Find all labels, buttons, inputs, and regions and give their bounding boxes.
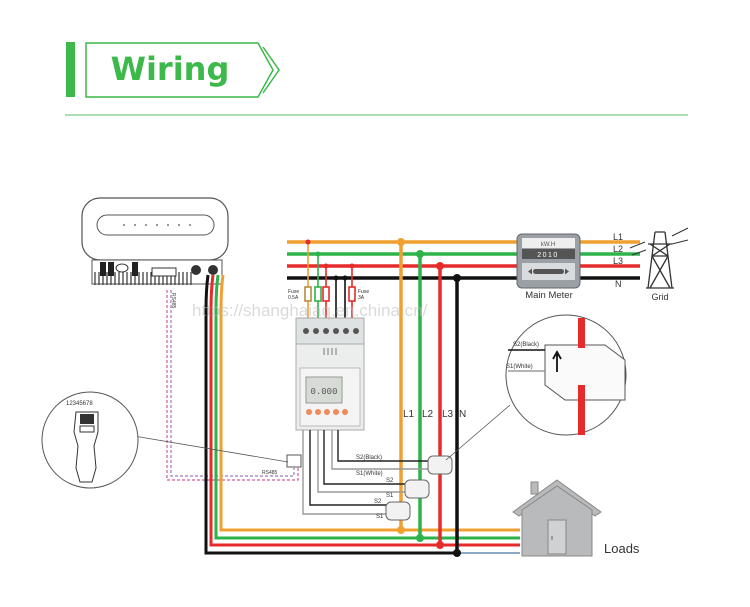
drop-label-l3: L3 <box>442 409 454 420</box>
main-meter-reading: 2010 <box>537 252 559 259</box>
fuse-icon <box>314 286 322 302</box>
drop-label-l1: L1 <box>403 409 415 420</box>
grid-label: Grid <box>651 292 668 302</box>
drop-label-n: N <box>459 409 466 420</box>
ct-wiring <box>302 430 433 515</box>
ct-l1 <box>385 501 411 521</box>
ct3-s1-label: S1 <box>376 514 384 520</box>
meter-lcd-reading: 0.000 <box>310 387 337 397</box>
fuse-left-label: Fuse <box>288 289 299 295</box>
grid-tower-icon: Grid <box>629 227 689 302</box>
fuse-icon <box>348 286 356 302</box>
fuse-left-rating: 0.5A <box>288 295 299 301</box>
ct2-s1-label: S1 <box>386 493 394 499</box>
meter-voltage-taps <box>304 239 356 322</box>
rj45-detail: 12345678 <box>41 391 289 489</box>
main-meter: kW.H 2010 Main Meter <box>516 233 581 301</box>
meter-lcd <box>305 376 343 404</box>
inverter-ac-cables <box>204 274 520 555</box>
drop-labels: L1 L2 L3 N <box>403 409 466 420</box>
watermark: https://shanghaiaq.en.china.cn/ <box>192 301 428 320</box>
page-title: Wiring <box>111 50 230 88</box>
ct1-s2-label: S2(Black) <box>356 455 382 461</box>
rs485-cable <box>166 290 299 481</box>
bus-label-l1: L1 <box>613 232 623 242</box>
ct3-s2-label: S2 <box>374 499 382 505</box>
loads-label: Loads <box>604 541 640 556</box>
header-banner <box>85 42 274 98</box>
rj45-pins-label: 12345678 <box>66 401 93 407</box>
main-meter-label: Main Meter <box>525 290 573 301</box>
bus-lines <box>287 240 640 280</box>
fuse-icon <box>304 286 312 302</box>
house-icon: Loads <box>512 479 640 557</box>
bus-label-l3: L3 <box>613 256 623 266</box>
main-meter-unit: kW.H <box>541 242 555 248</box>
ct-l3 <box>427 455 453 475</box>
section-header: Wiring <box>65 42 688 116</box>
rs485-connector: RS485 <box>262 454 302 476</box>
current-transformers <box>385 455 453 521</box>
fuse-labels: Fuse 0.5A Fuse 3A <box>288 289 369 301</box>
inverter-rs485-label: RS485 <box>170 293 176 309</box>
energy-meter-device: 0.000 <box>295 317 365 431</box>
bus-label-n: N <box>615 279 622 289</box>
fuse-right-rating: 3A <box>358 295 365 301</box>
meter-buttons <box>306 409 348 415</box>
rs485-label: RS485 <box>262 470 278 476</box>
bus-label-l2: L2 <box>613 244 623 254</box>
ct-l2 <box>404 479 430 499</box>
inverter: RS485 <box>81 197 229 309</box>
ct-detail-s1-label: S1(White) <box>506 364 533 370</box>
drop-label-l2: L2 <box>422 409 434 420</box>
ct2-s2-label: S2 <box>386 478 394 484</box>
ct-labels: S2(Black) S1(White) S2 S1 S2 S1 <box>356 455 394 520</box>
header-chevron-icon <box>262 46 280 94</box>
fuse-icon <box>322 286 330 302</box>
bus-labels: L1 L2 L3 N <box>613 232 623 289</box>
ct-detail-s2-label: S2(Black) <box>513 342 539 348</box>
arrow-up-icon <box>552 350 562 372</box>
header-accent-bar <box>66 42 75 97</box>
fuse-right-label: Fuse <box>358 289 369 295</box>
ct1-s1-label: S1(White) <box>356 471 383 477</box>
ct-detail: S2(Black) S1(White) <box>445 314 627 461</box>
